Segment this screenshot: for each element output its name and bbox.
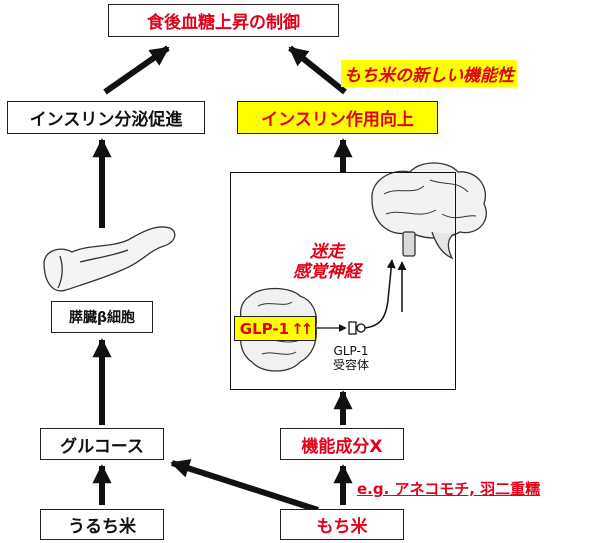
- mochi-rice-box: もち米: [280, 509, 404, 540]
- example-note: e.g. アネコモチ, 羽二重糯: [357, 478, 540, 499]
- mochi-rice-text: もち米: [316, 517, 368, 537]
- insulin-action-text: インスリン作用向上: [261, 110, 414, 130]
- up-arrows-icon: ↑↑: [291, 319, 313, 338]
- uruchi-rice-text: うるち米: [68, 517, 136, 537]
- arrow-insulin-secretion-to-goal: [103, 45, 170, 95]
- glp1-text: GLP-1: [239, 319, 290, 338]
- new-function-note: もち米の新しい機能性: [341, 60, 517, 87]
- arrow-mochi-to-glucose: [170, 459, 319, 513]
- insulin-action-box: インスリン作用向上: [237, 101, 438, 134]
- glucose-text: グルコース: [60, 436, 144, 457]
- pancreas-icon: [43, 226, 176, 292]
- uruchi-rice-box: うるち米: [40, 509, 164, 540]
- brain-icon: [371, 162, 487, 260]
- functional-component-box: 機能成分X: [280, 428, 404, 460]
- glucose-box: グルコース: [40, 428, 164, 460]
- vagus-nerve-path: [364, 259, 396, 329]
- glp1-receptor-label: GLP-1 受容体: [333, 344, 369, 372]
- glp1-receptor-icon: [348, 321, 357, 335]
- vagus-label: 迷走 感覚神経: [293, 242, 361, 282]
- new-function-text: もち米の新しい機能性: [344, 66, 514, 86]
- functional-component-text: 機能成分X: [301, 436, 383, 457]
- example-note-text: e.g. アネコモチ, 羽二重糯: [357, 480, 541, 498]
- vagus-label-line1: 迷走: [310, 242, 344, 262]
- glp1-badge: GLP-1 ↑↑: [234, 316, 316, 341]
- glp1-receptor-line1: GLP-1: [333, 344, 369, 358]
- arrow-insulin-action-to-goal: [288, 45, 347, 95]
- goal-box: 食後血糖上昇の制御: [108, 4, 339, 37]
- vagus-label-line2: 感覚神経: [293, 262, 361, 282]
- insulin-secretion-box: インスリン分泌促進: [7, 101, 205, 134]
- beta-cells-text: 膵臓β細胞: [68, 310, 136, 326]
- goal-text: 食後血糖上昇の制御: [147, 13, 300, 33]
- insulin-secretion-text: インスリン分泌促進: [29, 110, 183, 130]
- mechanism-panel: [230, 172, 456, 390]
- beta-cells-box: 膵臓β細胞: [51, 301, 153, 333]
- glp1-receptor-line2: 受容体: [333, 358, 370, 372]
